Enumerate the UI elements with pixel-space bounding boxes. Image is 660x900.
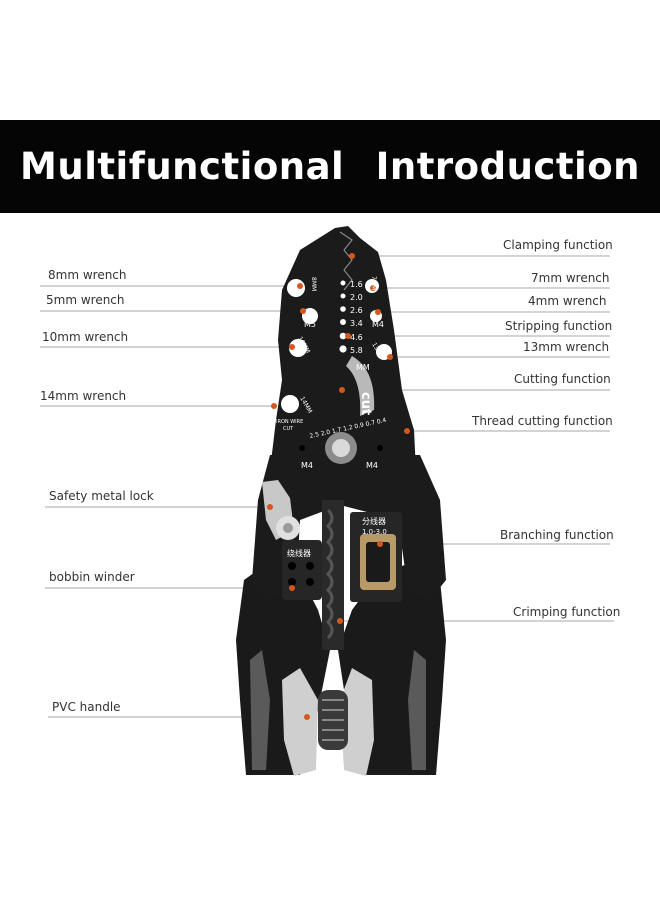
banner-title: Multifunctional Introduction bbox=[20, 145, 640, 188]
strip-size-6: 5.8 bbox=[350, 346, 363, 355]
label-4mm-wrench: 4mm wrench bbox=[528, 294, 607, 308]
label-branching-function: Branching function bbox=[500, 528, 614, 542]
strip-size-1: 1.6 bbox=[350, 280, 363, 289]
label-7mm-wrench: 7mm wrench bbox=[531, 271, 610, 285]
iron-cut-mark: CUT bbox=[283, 426, 294, 432]
spring bbox=[318, 690, 348, 750]
point-markers bbox=[267, 253, 410, 720]
label-safety-metal-lock: Safety metal lock bbox=[49, 489, 154, 503]
lower-body bbox=[252, 455, 446, 650]
strip-size-2: 2.0 bbox=[350, 293, 363, 302]
right-handle bbox=[338, 560, 446, 776]
cut-mark: cut bbox=[358, 392, 373, 415]
winder-cn: 绕线器 bbox=[287, 548, 311, 558]
strip-size-4: 3.4 bbox=[350, 319, 363, 328]
strip-size-5: 4.6 bbox=[350, 333, 363, 342]
label-clamping-function: Clamping function bbox=[503, 238, 613, 252]
m4-left-mark: M4 bbox=[301, 461, 313, 470]
label-10mm-wrench: 10mm wrench bbox=[42, 330, 129, 344]
w7-mark: 7MM bbox=[370, 276, 377, 290]
label-stripping-function: Stripping function bbox=[505, 319, 613, 333]
label-cutting-function: Cutting function bbox=[514, 372, 611, 386]
label-crimping-function: Crimping function bbox=[513, 605, 621, 619]
m4-top-mark: M4 bbox=[372, 320, 384, 329]
strip-holes bbox=[339, 280, 347, 353]
left-handle bbox=[236, 560, 330, 776]
label-thread-cutting-function: Thread cutting function bbox=[472, 414, 613, 428]
safety-lock bbox=[262, 480, 300, 540]
iron-wire-mark: IRON WIRE bbox=[276, 419, 303, 425]
branch-cn: 分线器 bbox=[362, 516, 386, 526]
title-banner: Multifunctional Introduction bbox=[0, 120, 660, 213]
branch-range: 1.0-3.0 bbox=[362, 528, 387, 536]
label-14mm-wrench: 14mm wrench bbox=[40, 389, 127, 403]
strip-size-3: 2.6 bbox=[350, 306, 363, 315]
label-5mm-wrench: 5mm wrench bbox=[46, 293, 125, 307]
mm-mark: MM bbox=[356, 363, 370, 372]
w8-mark: 8MM bbox=[310, 277, 317, 291]
label-pvc-handle: PVC handle bbox=[52, 700, 121, 714]
label-bobbin-winder: bobbin winder bbox=[49, 570, 135, 584]
label-13mm-wrench: 13mm wrench bbox=[523, 340, 610, 354]
m5-mark: M5 bbox=[304, 320, 316, 329]
m4-right-mark: M4 bbox=[366, 461, 378, 470]
label-8mm-wrench: 8mm wrench bbox=[48, 268, 127, 282]
